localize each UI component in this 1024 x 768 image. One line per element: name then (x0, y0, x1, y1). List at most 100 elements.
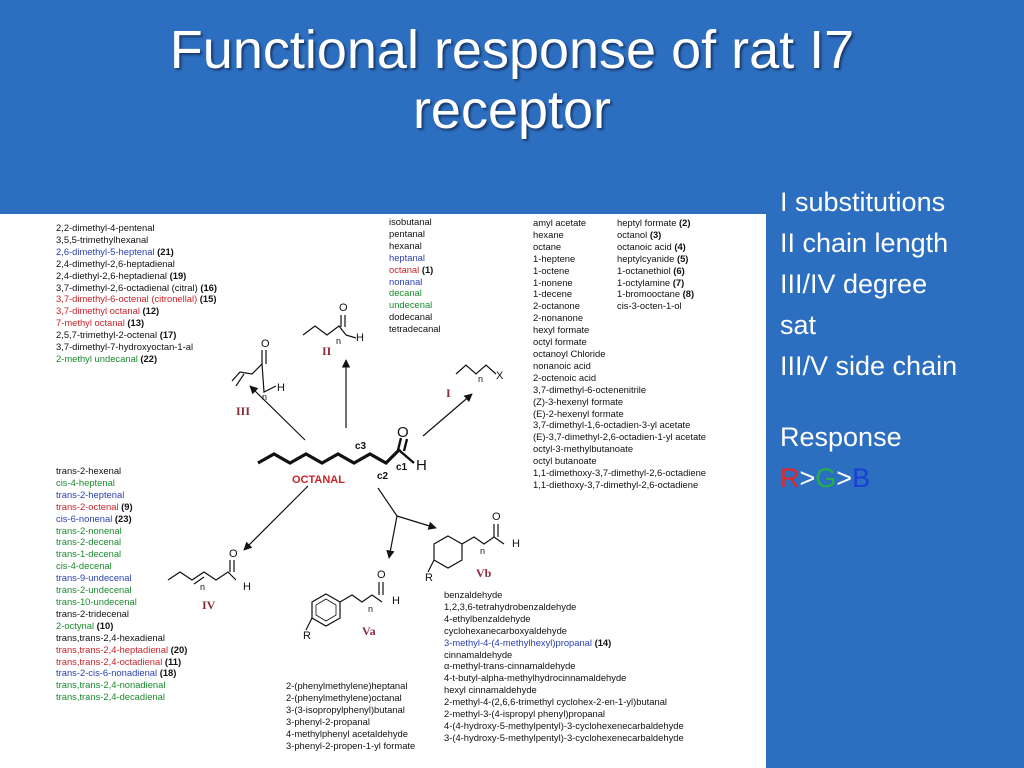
compound-name: 2,4-diethyl-2,6-heptadienal (56, 269, 168, 281)
compound-list-i-right: heptyl formate (2)octanol (3)octanoic ac… (617, 217, 694, 312)
compound-item: 1-heptene (533, 253, 706, 265)
iv-o: O (229, 548, 238, 560)
compound-item: octyl formate (533, 336, 706, 348)
compound-name: 3-phenyl-2-propanal (286, 715, 370, 727)
compound-item: trans,trans-2,4-nonadienal (56, 679, 187, 691)
response-order: R>G>B (780, 458, 1020, 499)
octanal-chain (257, 447, 402, 465)
compound-number: (20) (168, 643, 188, 655)
figure-panel: O H c1 c2 c3 OCTANAL O n H II O n H III … (0, 214, 766, 768)
compound-name: heptylcyanide (617, 252, 675, 264)
compound-item: cis-4-decenal (56, 560, 187, 572)
title-line: Functional response of rat I7 (169, 20, 855, 80)
compound-name: nonanoic acid (533, 359, 591, 371)
va-o: O (377, 569, 386, 581)
compound-name: 1,1-dimethoxy-3,7-dimethyl-2,6-octadiene (533, 467, 707, 479)
compound-number: (7) (670, 276, 685, 288)
compound-name: 2-methyl undecanal (56, 352, 138, 364)
response-g: G (815, 463, 837, 493)
compound-item: hexyl formate (533, 324, 706, 336)
compound-item: trans-2-cis-6-nonadienal (18) (56, 667, 187, 679)
compound-name: (E)-3,7-dimethyl-2,6-octadien-1-yl aceta… (533, 431, 706, 443)
compound-name: 3,7-dimethyl octanal (56, 305, 140, 317)
compound-name: 4-methylphenyl acetaldehyde (286, 727, 408, 739)
compound-name: 4-t-butyl-alpha-methylhydrocinnamaldehyd… (444, 672, 627, 684)
compound-item: cinnamaldehyde (444, 649, 684, 661)
arrow-vb (396, 515, 437, 530)
compound-item: 3,7-dimethyl-1,6-octadien-3-yl acetate (533, 419, 706, 431)
compound-number: (11) (162, 655, 182, 667)
compound-item: pentanal (389, 228, 441, 240)
compound-name: 2-methyl-4-(2,6,6-trimethyl cyclohex-2-e… (444, 696, 667, 708)
compound-number: (9) (118, 500, 133, 512)
compound-item: trans-2-nonenal (56, 525, 187, 537)
compound-item: octane (533, 241, 706, 253)
compound-item: trans-1-decenal (56, 548, 187, 560)
compound-item: 4-t-butyl-alpha-methylhydrocinnamaldehyd… (444, 672, 684, 684)
compound-item: 1,2,3,6-tetrahydrobenzaldehyde (444, 601, 684, 613)
compound-item: trans-2-octenal (9) (56, 501, 187, 513)
compound-item: 1,1-dimethoxy-3,7-dimethyl-2,6-octadiene (533, 467, 706, 479)
compound-name: 2,6-dimethyl-5-heptenal (56, 245, 155, 257)
compound-name: trans,trans-2,4-octadienal (56, 655, 163, 667)
compound-name: 2-(phenylmethylene)octanal (286, 691, 402, 703)
compound-item: decanal (389, 287, 441, 299)
note-substitutions: I substitutions (780, 187, 946, 217)
compound-name: nonanal (389, 275, 423, 287)
compound-name: (E)-2-hexenyl formate (533, 407, 624, 419)
compound-item: 3-methyl-4-(4-methylhexyl)propanal (14) (444, 637, 684, 649)
note-sat: sat (780, 310, 817, 340)
compound-name: pentanal (389, 227, 425, 239)
compound-name: octanal (389, 263, 420, 275)
vb-n: n (480, 546, 486, 556)
compound-number: (16) (197, 281, 218, 293)
compound-item: octanal (1) (389, 264, 441, 276)
compound-item: 1-decene (533, 288, 706, 300)
compound-name: octanoyl Chloride (533, 347, 606, 359)
va-h: H (392, 595, 400, 607)
slide-title: Functional response of rat I7 receptor (0, 20, 1024, 140)
compound-name: 2-nonanone (533, 312, 584, 324)
vb-r: R (425, 572, 433, 584)
compound-item: 1-bromooctane (8) (617, 288, 694, 300)
octanal-h: H (416, 457, 427, 474)
compound-item: trans-2-decenal (56, 536, 187, 548)
compound-name: 2-(phenylmethylene)heptanal (286, 680, 408, 691)
compound-name: 1-octylamine (617, 276, 671, 288)
compound-name: hexane (533, 228, 564, 240)
label-vb: Vb (476, 566, 492, 580)
compound-name: trans-2-heptenal (56, 488, 125, 500)
compound-number: (1) (419, 263, 434, 275)
compound-item: 2-octanone (533, 300, 706, 312)
compound-item: trans-2-undecenal (56, 584, 187, 596)
note-degree: III/IV degree (780, 269, 928, 299)
response-label: Response (780, 422, 902, 452)
compound-name: 3,7-dimethyl-6-octenenitrile (533, 383, 647, 395)
compound-name: cis-3-octen-1-ol (617, 300, 682, 312)
compound-item: 4-(4-hydroxy-5-methylpentyl)-3-cyclohexe… (444, 720, 684, 732)
compound-item: trans-2-heptenal (56, 489, 187, 501)
compound-item: trans-9-undecenal (56, 572, 187, 584)
compound-item: trans,trans-2,4-octadienal (11) (56, 656, 187, 668)
compound-number: (14) (591, 636, 612, 648)
compound-number: (18) (157, 667, 177, 679)
compound-item: heptyl formate (2) (617, 217, 694, 229)
octanal-c2: c2 (377, 471, 389, 482)
compound-name: trans,trans-2,4-heptadienal (56, 643, 169, 655)
compound-name: trans-2-undecenal (56, 584, 132, 596)
compound-name: α-methyl-trans-cinnamaldehyde (444, 660, 576, 672)
compound-name: trans-9-undecenal (56, 572, 132, 584)
iv-n: n (200, 582, 206, 592)
compound-name: trans-2-nonenal (56, 524, 122, 536)
compound-name: 2-octenoic acid (533, 371, 597, 383)
compound-item: 2-methyl undecanal (22) (56, 353, 217, 365)
compound-name: 3,7-dimethyl-2,6-octadienal (citral) (56, 281, 198, 293)
compound-number: (2) (676, 217, 691, 228)
compound-name: octyl formate (533, 336, 587, 348)
compound-item: 1-octene (533, 265, 706, 277)
compound-item: α-methyl-trans-cinnamaldehyde (444, 660, 684, 672)
compound-item: cis-4-heptenal (56, 477, 187, 489)
compound-item: heptylcyanide (5) (617, 253, 694, 265)
compound-item: amyl acetate (533, 217, 706, 229)
